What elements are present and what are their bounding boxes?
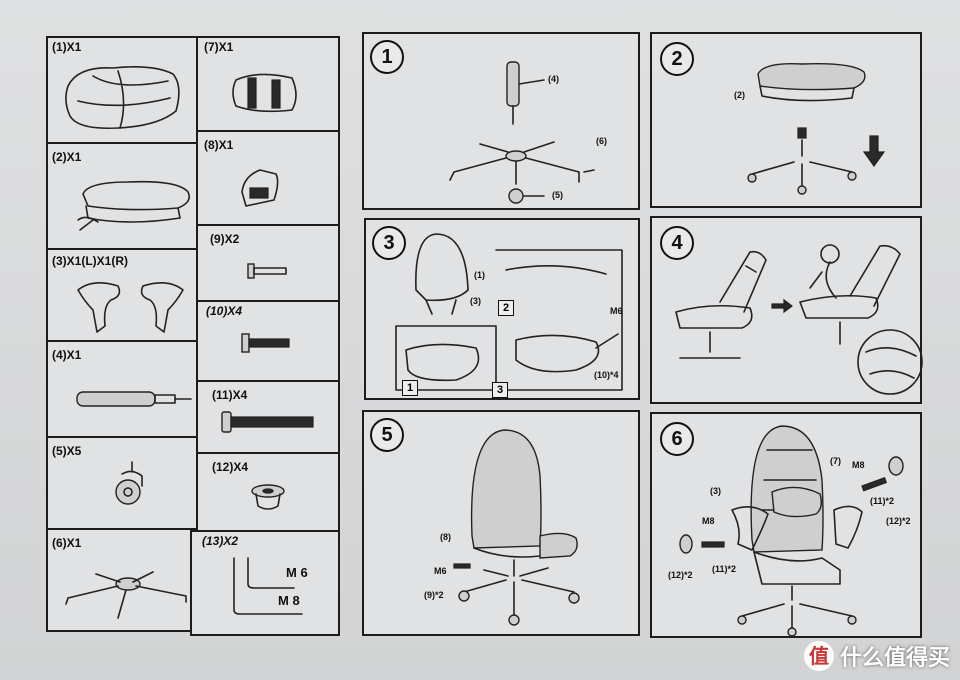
part-3-box: (3)X1(L)X1(R)	[46, 248, 198, 342]
callout: (9)*2	[424, 590, 444, 600]
step-number: 1	[370, 40, 404, 74]
part-9-box: (9)X2	[196, 224, 340, 304]
backrest-attach-icon	[395, 233, 623, 391]
part-5-box: (5)X5	[46, 436, 198, 530]
chair-base-icon	[65, 571, 187, 619]
seat-on-base-icon	[747, 63, 886, 195]
allen-key-m8-label: M 8	[278, 593, 300, 608]
zhi-logo-icon: 值	[803, 641, 834, 671]
part-6-box: (6)X1	[46, 528, 198, 632]
part-7-box: (7)X1	[196, 36, 340, 132]
part-label: (9)X2	[210, 232, 240, 246]
callout: M6	[434, 566, 447, 576]
armrest-pair-icon	[77, 282, 184, 333]
part-label: (8)X1	[204, 138, 234, 152]
callout: (3)	[470, 296, 481, 306]
bolt-m6-icon	[241, 333, 290, 353]
step-number: 2	[660, 42, 694, 76]
part-12-box: (12)X4	[196, 452, 340, 532]
washer-icon	[251, 484, 285, 510]
callout: (11)*2	[712, 564, 737, 574]
lumbar-pillow-icon	[232, 73, 297, 113]
step-number: 4	[660, 226, 694, 260]
part-13-box: (13)X2 M 6 M 8	[190, 530, 340, 636]
callout: (10)*4	[594, 370, 619, 380]
part-label: (10)X4	[206, 304, 243, 318]
callout: (7)	[830, 456, 841, 466]
part-label: (1)X1	[52, 40, 82, 54]
part-1-box: (1)X1	[46, 36, 198, 144]
step-6-box: 6 (7) (3) M8 (11)*2 (12)*2 M8 (11)*2 (12…	[650, 412, 922, 638]
callout: (3)	[710, 486, 721, 496]
allen-key-m6-label: M 6	[286, 565, 308, 580]
part-label: (2)X1	[52, 150, 82, 164]
footrest-seat-icon	[77, 180, 191, 231]
gas-lift-icon	[76, 391, 192, 407]
caster-wheel-icon	[115, 461, 143, 505]
part-label: (12)X4	[212, 460, 249, 474]
callout: (2)	[734, 90, 745, 100]
step-3-box: 3 (1) (3) M6 (10)*4 1 2 3	[364, 218, 640, 400]
base-assembly-icon	[449, 61, 595, 204]
callout: (8)	[440, 532, 451, 542]
allen-key-icon	[233, 557, 303, 615]
step-4-box: 4	[650, 216, 923, 404]
callout: (5)	[552, 190, 563, 200]
part-2-box: (2)X1	[46, 142, 198, 250]
part-11-box: (11)X4	[196, 380, 340, 454]
part-label: (11)X4	[212, 388, 248, 402]
callout: (12)*2	[668, 570, 693, 580]
step-2-box: 2 (2)	[650, 32, 922, 208]
part-label: (7)X1	[204, 40, 234, 54]
callout: (1)	[474, 270, 485, 280]
watermark-text: 什么值得买	[839, 646, 950, 671]
seat-cushion-icon	[65, 66, 180, 130]
inset-label: 2	[498, 300, 514, 316]
callout: (4)	[548, 74, 559, 84]
recline-backrest-icon	[675, 244, 923, 395]
step-5-box: 5 (8) M6 (9)*2	[362, 410, 640, 636]
part-10-box: (10)X4	[196, 300, 340, 382]
part-label: (13)X2	[202, 534, 239, 548]
watermark: 值 什么值得买	[803, 640, 950, 672]
part-label: (4)X1	[52, 348, 82, 362]
inset-label: 3	[492, 382, 508, 398]
part-label: (6)X1	[52, 536, 82, 550]
step-number: 5	[370, 418, 404, 452]
back-bracket-icon	[241, 169, 279, 207]
bolt-m8-long-icon	[221, 411, 314, 433]
part-4-box: (4)X1	[46, 340, 198, 438]
inset-label: 1	[402, 380, 418, 396]
bolt-m6-short-icon	[247, 263, 287, 279]
part-8-box: (8)X1	[196, 130, 340, 226]
step-1-box: 1 (4) (6) (5)	[362, 32, 640, 210]
callout: (6)	[596, 136, 607, 146]
callout: (12)*2	[886, 516, 911, 526]
part-label: (5)X5	[52, 444, 82, 458]
callout: M8	[702, 516, 715, 526]
complete-chair-icon	[453, 429, 580, 626]
callout: M6	[610, 306, 623, 316]
step-number: 6	[660, 422, 694, 456]
armrest-install-icon	[679, 425, 904, 637]
callout: M8	[852, 460, 865, 470]
part-label: (3)X1(L)X1(R)	[52, 254, 129, 268]
callout: (11)*2	[870, 496, 895, 506]
step-number: 3	[372, 226, 406, 260]
